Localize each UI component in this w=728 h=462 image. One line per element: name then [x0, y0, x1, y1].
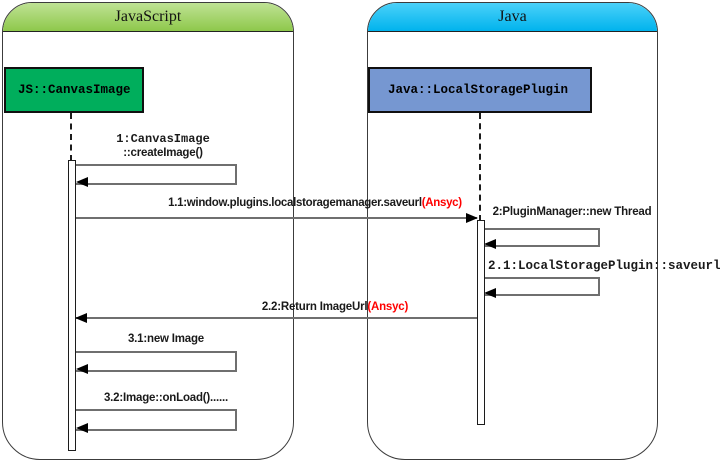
message-1-label-line1: 1:CanvasImage	[116, 132, 210, 146]
message-2-1-label: 2.1:LocalStoragePlugin::saveurl	[488, 259, 721, 273]
message-2-2-annotation: (Ansyc)	[367, 301, 409, 313]
message-2-1-text: 2.1:LocalStoragePlugin::saveurl	[488, 259, 721, 273]
message-3-2-label: 3.2:Image::onLoad()......	[96, 392, 236, 404]
activation-bar-canvasimage	[68, 160, 76, 451]
message-2-2-label: 2.2:Return ImageUrl(Ansyc)	[254, 301, 416, 313]
activation-bar-localstorageplugin	[477, 220, 485, 425]
message-1-1-annotation: (Ansyc)	[421, 197, 462, 209]
message-1-1-line	[76, 213, 478, 223]
message-1-1-text: 1.1:window.plugins.localstoragemanager.s…	[168, 197, 422, 209]
message-2-label: 2:PluginManager::new Thread	[486, 206, 658, 218]
message-2-arrowhead-icon	[484, 239, 496, 249]
frame-java: Java	[367, 2, 658, 460]
message-1-label-line2: ::createImage()	[123, 147, 203, 159]
message-2-self-loop	[484, 228, 600, 249]
message-2-2-text: 2.2:Return ImageUrl	[261, 301, 368, 313]
frame-java-header: Java	[368, 3, 657, 32]
participant-js-canvasimage: JS::CanvasImage	[4, 67, 144, 113]
participant-java-localstorageplugin-label: Java::LocalStoragePlugin	[388, 83, 569, 97]
participant-java-localstorageplugin: Java::LocalStoragePlugin	[368, 67, 592, 113]
message-3-1-arrowhead-icon	[76, 364, 88, 374]
message-1-self-loop	[76, 164, 237, 187]
message-3-1-label: 3.1:new Image	[110, 333, 222, 345]
message-3-1-self-loop	[76, 351, 237, 374]
lifeline-localstorageplugin	[479, 113, 481, 221]
message-1-label: 1:CanvasImage ::createImage()	[98, 132, 228, 160]
message-1-1-label: 1.1:window.plugins.localstoragemanager.s…	[150, 197, 480, 209]
message-2-1-self-loop	[484, 277, 600, 298]
message-3-2-self-loop	[76, 409, 237, 433]
message-1-1-arrowhead-icon	[466, 213, 478, 223]
participant-js-canvasimage-label: JS::CanvasImage	[18, 83, 131, 97]
frame-javascript-header: JavaScript	[3, 3, 293, 32]
message-3-2-arrowhead-icon	[76, 423, 88, 433]
lifeline-canvasimage	[70, 113, 72, 161]
message-2-2-line	[75, 313, 477, 323]
message-3-1-text: 3.1:new Image	[127, 333, 204, 345]
message-2-2-arrowhead-icon	[75, 313, 87, 323]
frame-java-title: Java	[498, 8, 527, 25]
message-3-2-text: 3.2:Image::onLoad()......	[103, 392, 229, 404]
message-2-1-arrowhead-icon	[484, 288, 496, 298]
message-1-arrowhead-icon	[76, 177, 88, 187]
frame-javascript-title: JavaScript	[114, 8, 182, 25]
message-2-text: 2:PluginManager::new Thread	[492, 206, 652, 218]
